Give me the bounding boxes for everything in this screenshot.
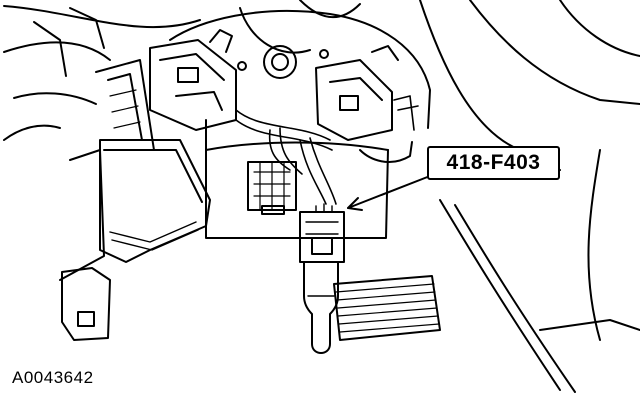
part-number-label: 418-F403 (446, 151, 541, 174)
switch-stalk (299, 203, 345, 354)
callout-leader-arrow (347, 175, 431, 211)
harness-connector (247, 161, 297, 215)
figure-id: A0043642 (12, 368, 94, 387)
wiring-harness (235, 95, 419, 205)
ribbon-cable (333, 275, 441, 341)
right-switch-bracket (315, 45, 413, 164)
lower-trim-panel (59, 59, 211, 281)
part-number-callout: 418-F403 (427, 146, 560, 180)
column-housing (169, 7, 431, 239)
lower-bracket (61, 267, 111, 341)
dashboard-trim-outlines (3, 0, 640, 393)
left-switch-bracket (149, 29, 237, 131)
